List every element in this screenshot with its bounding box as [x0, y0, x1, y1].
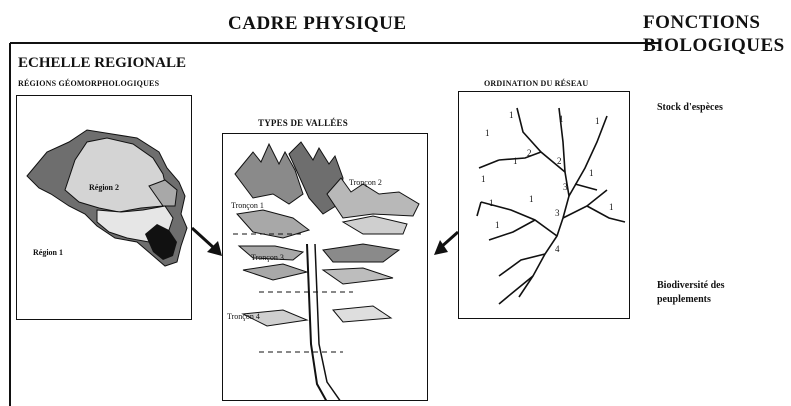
- order-label: 1: [513, 156, 518, 166]
- regions-panel: Région 2 Région 1: [16, 95, 192, 320]
- order-label: 1: [481, 174, 486, 184]
- page-title: CADRE PHYSIQUE: [228, 13, 407, 35]
- troncon-2-label: Tronçon 2: [349, 178, 382, 187]
- regions-panel-title: RÉGIONS GÉOMORPHOLOGIQUES: [18, 79, 159, 88]
- order-label: 1: [509, 110, 514, 120]
- biodiversite-label-line2: peuplements: [657, 294, 711, 305]
- order-label: 1: [595, 116, 600, 126]
- region-1-label: Région 1: [33, 248, 63, 257]
- order-label: 4: [555, 244, 560, 254]
- valleys-panel: Tronçon 2 Tronçon 1 Tronçon 3 Tronçon 4: [222, 133, 428, 401]
- biodiversite-label-line1: Biodiversité des: [657, 280, 725, 291]
- network-panel-title: ORDINATION DU RÉSEAU: [484, 79, 588, 88]
- network-panel: 1 1 1 1 2 1 2 1 1 3 1 3 1 1 4 1: [458, 91, 630, 319]
- troncon-3-label: Tronçon 3: [251, 253, 284, 262]
- valleys-drawing: [223, 134, 428, 401]
- order-label: 3: [563, 182, 568, 192]
- region-2-label: Région 2: [89, 183, 119, 192]
- functions-title-line1: FONCTIONS: [643, 12, 760, 34]
- order-label: 1: [485, 128, 490, 138]
- troncon-1-label: Tronçon 1: [231, 201, 264, 210]
- order-label: 2: [527, 148, 532, 158]
- order-label: 3: [555, 208, 560, 218]
- order-label: 1: [489, 198, 494, 208]
- regions-map: [17, 96, 192, 320]
- stock-especes-label: Stock d'espèces: [657, 102, 723, 113]
- scale-title: ECHELLE REGIONALE: [18, 55, 186, 72]
- order-label: 1: [609, 202, 614, 212]
- functions-title-line2: BIOLOGIQUES: [643, 35, 785, 57]
- order-label: 1: [589, 168, 594, 178]
- order-label: 1: [559, 114, 564, 124]
- troncon-4-label: Tronçon 4: [227, 312, 260, 321]
- order-label: 1: [495, 220, 500, 230]
- valleys-panel-title: TYPES DE VALLÉES: [258, 118, 348, 128]
- stream-network: [459, 92, 630, 319]
- order-label: 1: [529, 194, 534, 204]
- order-label: 2: [557, 156, 562, 166]
